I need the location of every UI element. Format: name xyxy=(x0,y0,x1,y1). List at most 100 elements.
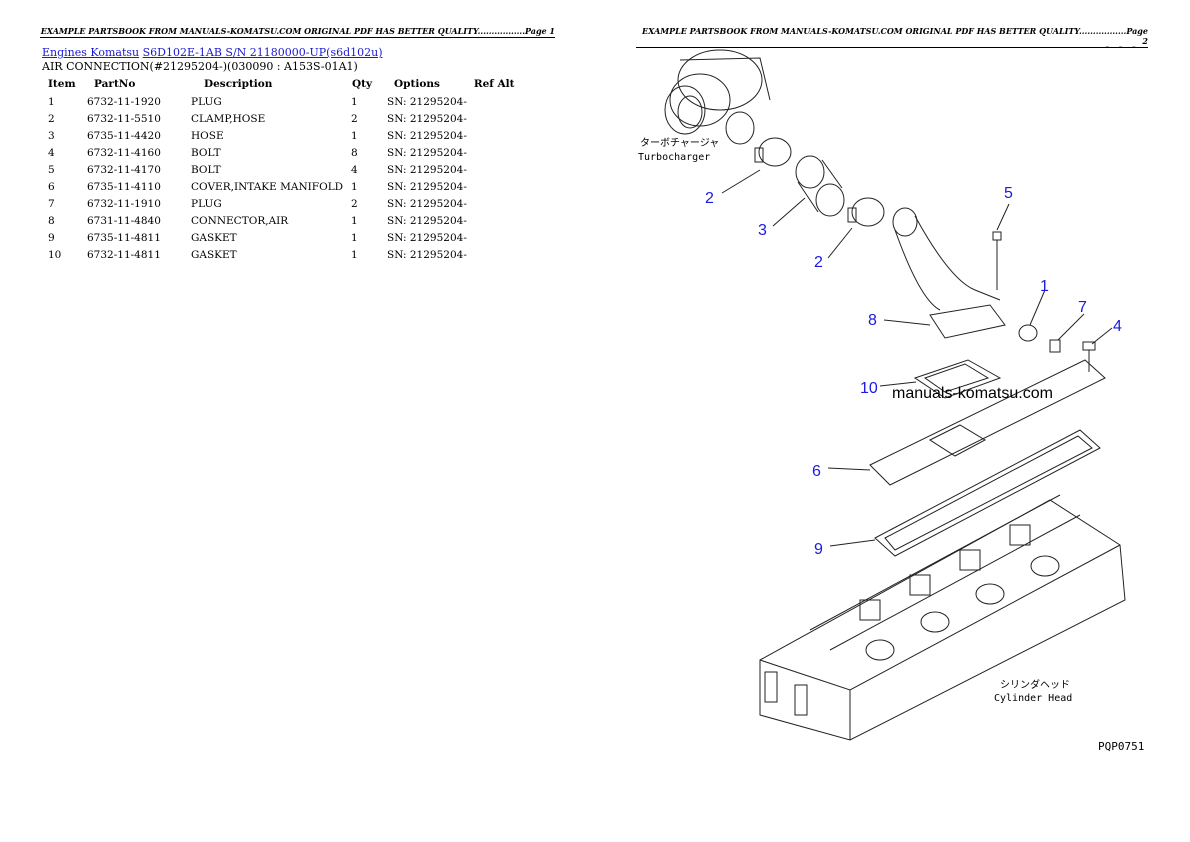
cell-partno: 6732-11-4160 xyxy=(87,146,161,159)
cell-ref-alt xyxy=(470,212,519,229)
cell-ref-alt xyxy=(470,93,519,110)
cell-options: SN: 21295204- xyxy=(387,146,467,159)
page1-header: EXAMPLE PARTSBOOK FROM MANUALS-KOMATSU.C… xyxy=(40,26,555,38)
turbocharger-drawing xyxy=(664,49,771,145)
cylinder-head-label-jp: シリンダヘッド xyxy=(1000,678,1070,691)
header-options: Options xyxy=(394,78,440,90)
cell-partno: 6732-11-4811 xyxy=(87,248,161,261)
cell-qty: 2 xyxy=(351,197,358,210)
cell-item: 1 xyxy=(48,95,55,108)
parts-table: Item PartNo Description Qty Options Ref … xyxy=(42,77,518,263)
cell-description: GASKET xyxy=(191,248,237,261)
bolt-5-drawing xyxy=(992,231,1002,290)
cell-item: 9 xyxy=(48,231,55,244)
cell-options: SN: 21295204- xyxy=(387,214,467,227)
table-row: 4 6732-11-4160 BOLT 8 SN: 21295204- xyxy=(42,144,518,161)
cell-description: BOLT xyxy=(191,163,221,176)
table-row: 5 6732-11-4170 BOLT 4 SN: 21295204- xyxy=(42,161,518,178)
corner-mark: - - - xyxy=(1104,40,1137,53)
cell-partno: 6735-11-4420 xyxy=(87,129,161,142)
callout-8: 8 xyxy=(868,312,877,329)
cell-ref-alt xyxy=(470,127,519,144)
cell-description: BOLT xyxy=(191,146,221,159)
callout-4: 4 xyxy=(1113,318,1122,335)
cell-options: SN: 21295204- xyxy=(387,112,467,125)
gasket-10-drawing xyxy=(913,359,1002,399)
cell-options: SN: 21295204- xyxy=(387,163,467,176)
plug-1-drawing xyxy=(1018,324,1038,342)
cylinder-head-label-en: Cylinder Head xyxy=(994,693,1072,704)
intake-cover-drawing xyxy=(869,359,1106,486)
cell-description: CLAMP,HOSE xyxy=(191,112,266,125)
table-row: 2 6732-11-5510 CLAMP,HOSE 2 SN: 21295204- xyxy=(42,110,518,127)
cell-item: 10 xyxy=(48,248,62,261)
hose-clamp-upper xyxy=(754,137,792,167)
callout-2-upper: 2 xyxy=(705,190,714,207)
callout-2-lower: 2 xyxy=(814,254,823,271)
cell-item: 7 xyxy=(48,197,55,210)
plug-7-drawing xyxy=(1049,339,1061,353)
page2-header: EXAMPLE PARTSBOOK FROM MANUALS-KOMATSU.C… xyxy=(636,26,1148,48)
cell-item: 6 xyxy=(48,180,55,193)
cell-description: COVER,INTAKE MANIFOLD xyxy=(191,180,344,193)
hose-clamp-lower xyxy=(847,197,885,227)
section-subtitle: AIR CONNECTION(#21295204-)(030090 : A153… xyxy=(42,60,358,73)
cell-partno: 6732-11-1920 xyxy=(87,95,161,108)
cell-ref-alt xyxy=(470,229,519,246)
callout-1: 1 xyxy=(1040,278,1049,295)
cell-partno: 6732-11-5510 xyxy=(87,112,161,125)
cell-qty: 1 xyxy=(351,180,358,193)
cell-description: CONNECTOR,AIR xyxy=(191,214,289,227)
turbocharger-label-jp: ターボチャージャ xyxy=(640,137,719,149)
cell-description: HOSE xyxy=(191,129,224,142)
cell-description: GASKET xyxy=(191,231,237,244)
cell-ref-alt xyxy=(470,178,519,195)
table-row: 9 6735-11-4811 GASKET 1 SN: 21295204- xyxy=(42,229,518,246)
header-partno: PartNo xyxy=(94,78,136,90)
watermark: manuals-komatsu.com xyxy=(892,385,1053,402)
cell-item: 3 xyxy=(48,129,55,142)
breadcrumb: Engines Komatsu S6D102E-1AB S/N 21180000… xyxy=(42,46,383,59)
callout-9: 9 xyxy=(814,541,823,558)
cylinder-head-drawing xyxy=(759,494,1126,741)
callout-6: 6 xyxy=(812,463,821,480)
cell-partno: 6732-11-1910 xyxy=(87,197,161,210)
gasket-9-drawing xyxy=(874,429,1101,557)
diagram-code: PQP0751 xyxy=(1098,740,1144,753)
cell-options: SN: 21295204- xyxy=(387,95,467,108)
cell-item: 2 xyxy=(48,112,55,125)
cell-item: 4 xyxy=(48,146,55,159)
callout-7: 7 xyxy=(1078,299,1087,316)
cell-options: SN: 21295204- xyxy=(387,197,467,210)
cell-options: SN: 21295204- xyxy=(387,180,467,193)
cell-qty: 4 xyxy=(351,163,358,176)
cell-qty: 1 xyxy=(351,231,358,244)
cell-partno: 6732-11-4170 xyxy=(87,163,161,176)
turbocharger-label-en: Turbocharger xyxy=(638,152,710,163)
table-header-row: Item PartNo Description Qty Options Ref … xyxy=(42,77,518,93)
cell-description: PLUG xyxy=(191,197,222,210)
cell-qty: 1 xyxy=(351,129,358,142)
callout-10: 10 xyxy=(860,380,878,397)
exploded-parts-diagram: - - - ターボチャージャ Turbocharger xyxy=(638,40,1144,753)
cell-item: 8 xyxy=(48,214,55,227)
bolt-4-drawing xyxy=(1082,341,1096,372)
cell-item: 5 xyxy=(48,163,55,176)
cell-qty: 8 xyxy=(351,146,358,159)
cell-ref-alt xyxy=(470,246,519,263)
breadcrumb-link-model[interactable]: S6D102E-1AB S/N 21180000-UP(s6d102u) xyxy=(142,46,383,59)
cell-ref-alt xyxy=(470,110,519,127)
cell-qty: 2 xyxy=(351,112,358,125)
cell-qty: 1 xyxy=(351,248,358,261)
cell-partno: 6735-11-4811 xyxy=(87,231,161,244)
header-description: Description xyxy=(204,78,273,90)
breadcrumb-link-engines[interactable]: Engines Komatsu xyxy=(42,46,140,59)
cell-options: SN: 21295204- xyxy=(387,231,467,244)
cell-partno: 6731-11-4840 xyxy=(87,214,161,227)
header-item: Item xyxy=(48,78,76,90)
